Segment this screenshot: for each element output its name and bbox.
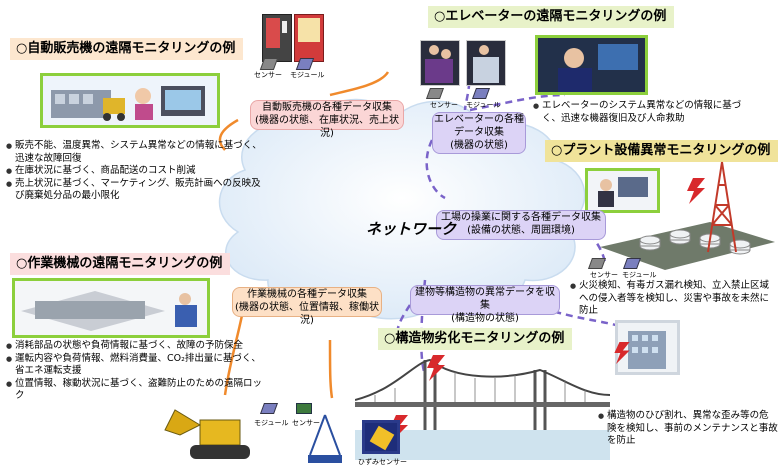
strain-sensor-label: ひずみセンサー [358,458,407,466]
structure-image-frame [615,320,680,375]
plant-sensor-label: センサー [590,271,618,279]
plant-data-line2: (設備の状態、周囲環境) [467,225,575,236]
machine-sensor-chip-icon [296,403,312,414]
vending-module-label: モジュール [290,71,325,79]
plant-benefits-list: 火災検知、有毒ガス漏れ検知、立入禁止区域への侵入者等を検知し、災害や事故を未然に… [570,280,775,318]
machine-data-box: 作業機械の各種データ収集 (機器の状態、位置情報、稼働状況) [232,287,382,326]
monitoring-desk-illustration [588,171,657,210]
elevator-people-illustration-2 [466,40,506,86]
elevator-people-illustration [420,40,460,86]
machine-title: ○作業機械の遠隔モニタリングの例 [10,253,231,275]
structure-data-line1: 建物等構造物の異常データを収集 [415,287,555,311]
machine-sensor-label: センサー [292,419,320,427]
machine-data-line2: (機器の状態、位置情報、稼働状況) [235,302,379,326]
vending-benefits-list: 販売不能、温度異常、システム異常などの情報に基づく、迅速な故障回復 在庫状況に基… [6,140,264,203]
elevator-benefits-list: エレベーターのシステム異常などの情報に基づく、迅速な機器復旧及び人命救助 [533,100,753,125]
machine-image-frame [12,278,210,338]
list-item: 運転内容や負荷情報、燃料消費量、CO₂排出量に基づく、省エネ運転支援 [6,353,268,378]
elevator-data-line3: (機器の状態) [450,140,508,151]
elevator-title: ○エレベーターの遠隔モニタリングの例 [428,6,675,28]
excavator-illustration [164,409,250,459]
list-item: 販売不能、温度異常、システム異常などの情報に基づく、迅速な故障回復 [6,140,264,165]
strain-sensor-frame [362,420,400,454]
plant-image-frame [585,168,660,213]
elevator-sensor-label: センサー [430,101,458,109]
crane-illustration [308,414,342,463]
list-item: 構造物のひび割れ、異常な歪み等の危険を検知し、事前のメンテナンスと事故を防止 [598,410,778,448]
plant-data-box: 工場の操業に関する各種データ収集 (設備の状態、周囲環境) [436,210,606,240]
plant-lightning-icon [687,178,705,204]
vending-data-box: 自動販売機の各種データ収集 (機器の状態、在庫状況、売上状況) [250,100,404,139]
plant-data-line1: 工場の操業に関する各種データ収集 [441,212,601,223]
plant-title: ○プラント設備異常モニタリングの例 [545,140,779,162]
structure-title: ○構造物劣化モニタリングの例 [378,328,573,350]
operator-illustration [538,38,645,92]
vending-machine-icon-2 [294,14,324,62]
factory-operator-illustration [15,281,207,335]
plant-module-label: モジュール [622,271,657,279]
list-item: 位置情報、稼動状況に基づく、盗難防止のための遠隔ロック [6,378,268,403]
plant-tower-illustration [707,161,737,253]
machine-benefits-list: 消耗部品の状態や負荷情報に基づく、故障の予防保全 運転内容や負荷情報、燃料消費量… [6,340,268,403]
elevator-image-frame [535,35,648,95]
elevator-data-line2: データ収集 [454,127,504,138]
vending-sensor-label: センサー [254,71,282,79]
vending-title: ○自動販売機の遠隔モニタリングの例 [10,38,244,60]
vending-data-line2: (機器の状態、在庫状況、売上状況) [255,115,399,139]
vending-data-line1: 自動販売機の各種データ収集 [262,102,392,113]
machine-module-label: モジュール [254,419,289,427]
plant-tanks-illustration [600,222,775,270]
machine-data-line1: 作業機械の各種データ収集 [247,289,367,300]
vending-image-frame [40,73,220,128]
warehouse-forklift-illustration [43,76,217,125]
list-item: 売上状況に基づく、マーケティング、販売計画への反映及び廃棄処分品の最小限化 [6,178,264,203]
elevator-data-box: エレベーターの各種 データ収集 (機器の状態) [432,112,526,154]
structure-data-box: 建物等構造物の異常データを収集 (構造物の状態) [410,285,560,324]
network-label: ネットワーク [366,220,457,238]
elevator-module-label: モジュール [466,101,501,109]
elevator-data-line1: エレベーターの各種 [434,114,524,125]
list-item: 消耗部品の状態や負荷情報に基づく、故障の予防保全 [6,340,268,353]
building-illustration [618,323,677,372]
structure-lightning-icon [427,355,445,381]
vending-machine-icon [262,14,292,62]
structure-data-line2: (構造物の状態) [451,313,519,324]
building-lightning-icon [614,342,630,364]
structure-benefits-list: 構造物のひび割れ、異常な歪み等の危険を検知し、事前のメンテナンスと事故を防止 [598,410,778,448]
list-item: エレベーターのシステム異常などの情報に基づく、迅速な機器復旧及び人命救助 [533,100,753,125]
list-item: 火災検知、有毒ガス漏れ検知、立入禁止区域への侵入者等を検知し、災害や事故を未然に… [570,280,775,318]
list-item: 在庫状況に基づく、商品配送のコスト削減 [6,165,264,178]
